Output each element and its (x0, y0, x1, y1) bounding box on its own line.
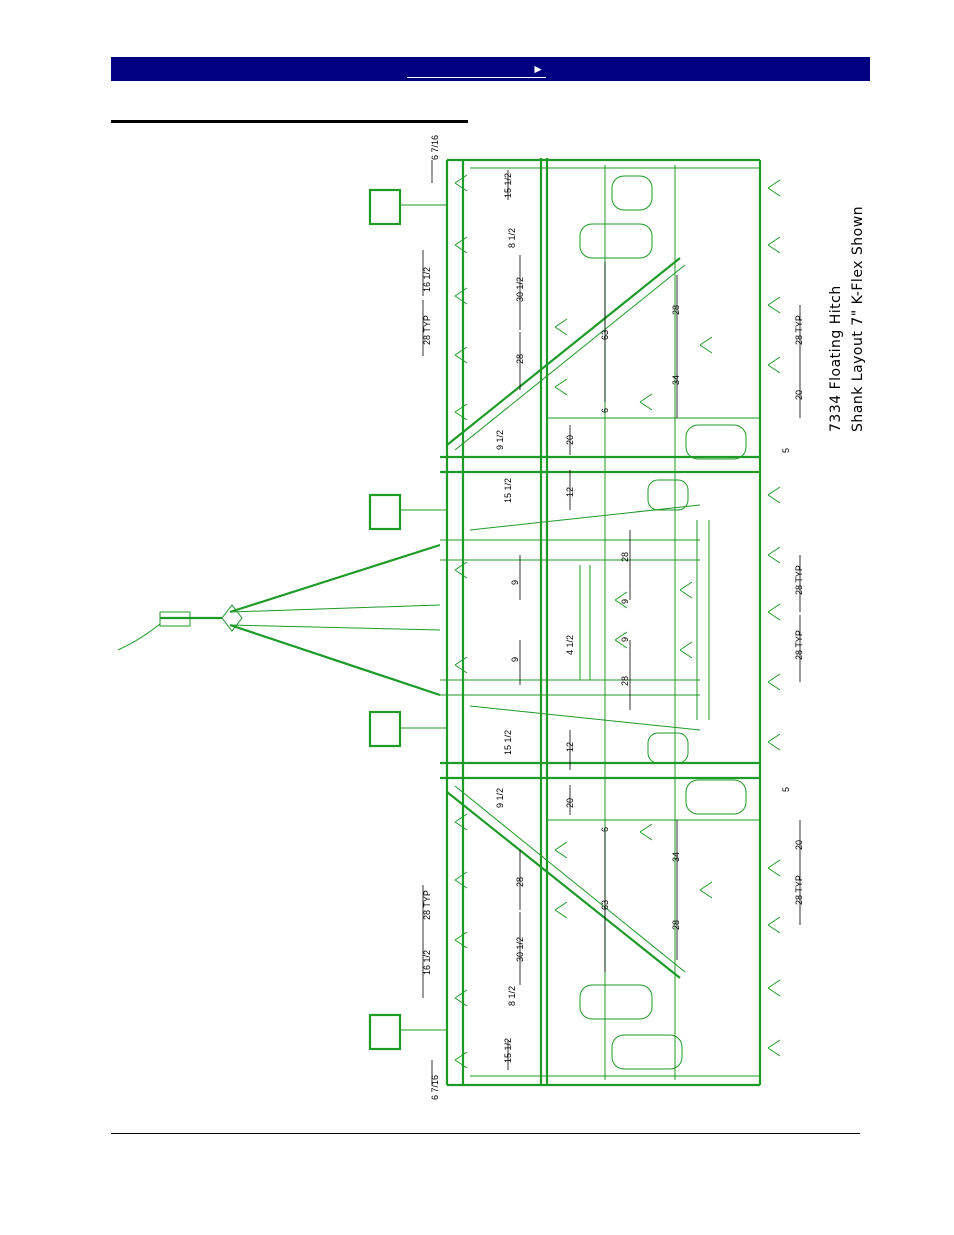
dimension-labels: 6 7/16 6 7/16 15 1/2 15 1/2 15 1/2 15 1/… (422, 135, 804, 1100)
nav-arrow-icon: ► (532, 62, 544, 76)
dim-6-7-16-bottom: 6 7/16 (430, 1075, 440, 1100)
dim-8-1-2-a: 8 1/2 (507, 228, 517, 248)
dim-15-1-2-a: 15 1/2 (503, 173, 513, 198)
dim-9-1-2-b: 9 1/2 (495, 788, 505, 808)
dim-5-a: 5 (781, 448, 791, 453)
dim-12-a: 12 (565, 487, 575, 497)
dim-28typ-e: 28 TYP (794, 630, 804, 660)
footer-rule (111, 1133, 860, 1134)
dim-15-1-2-d: 15 1/2 (503, 1038, 513, 1063)
dim-9-c: 9 (620, 599, 630, 604)
dim-28typ-a: 28 TYP (422, 315, 432, 345)
dim-63-b: 63 (600, 900, 610, 910)
dim-16-1-2-b: 16 1/2 (422, 950, 432, 975)
section-title-rule (111, 120, 468, 123)
dim-9-b: 9 (510, 657, 520, 662)
dim-20-b: 20 (565, 798, 575, 808)
drawing-caption: 7334 Floating Hitch Shank Layout 7" K-Fl… (828, 206, 866, 432)
dim-28typ-b: 28 TYP (422, 890, 432, 920)
caption-line-2: Shank Layout 7" K-Flex Shown (850, 206, 866, 432)
dim-6-a: 6 (600, 408, 610, 413)
dim-12-b: 12 (565, 742, 575, 752)
nav-next-link[interactable]: ► (407, 62, 546, 78)
dim-20-c: 20 (794, 390, 804, 400)
dim-30-1-2-b: 30 1/2 (515, 937, 525, 962)
dimension-lines (422, 160, 801, 1085)
dim-34-b: 34 (671, 852, 681, 862)
dim-28-d: 28 (671, 920, 681, 930)
dim-28-f: 28 (620, 676, 630, 686)
implement-frame (117, 158, 762, 1087)
dim-20-d: 20 (794, 840, 804, 850)
dim-20-a: 20 (565, 435, 575, 445)
caption-line-1: 7334 Floating Hitch (828, 285, 844, 432)
dim-28typ-c: 28 TYP (794, 315, 804, 345)
dim-4-1-2: 4 1/2 (565, 635, 575, 655)
dim-15-1-2-b: 15 1/2 (503, 478, 513, 503)
dim-16-1-2-a: 16 1/2 (422, 267, 432, 292)
dim-28-b: 28 (515, 877, 525, 887)
dim-28typ-d: 28 TYP (794, 565, 804, 595)
dim-28typ-f: 28 TYP (794, 875, 804, 905)
dim-8-1-2-b: 8 1/2 (507, 986, 517, 1006)
dim-15-1-2-c: 15 1/2 (503, 730, 513, 755)
dim-28-c: 28 (671, 305, 681, 315)
shank-tines (454, 174, 781, 1069)
dim-28-e: 28 (620, 552, 630, 562)
dim-9-d: 9 (620, 637, 630, 642)
dim-30-1-2-a: 30 1/2 (515, 277, 525, 302)
dim-6-b: 6 (600, 827, 610, 832)
dim-28-a: 28 (515, 354, 525, 364)
dim-9-1-2-a: 9 1/2 (495, 430, 505, 450)
dim-63-a: 63 (600, 330, 610, 340)
dim-34-a: 34 (671, 375, 681, 385)
dim-6-7-16-top: 6 7/16 (430, 135, 440, 160)
dim-5-b: 5 (781, 787, 791, 792)
dim-9-a: 9 (510, 580, 520, 585)
